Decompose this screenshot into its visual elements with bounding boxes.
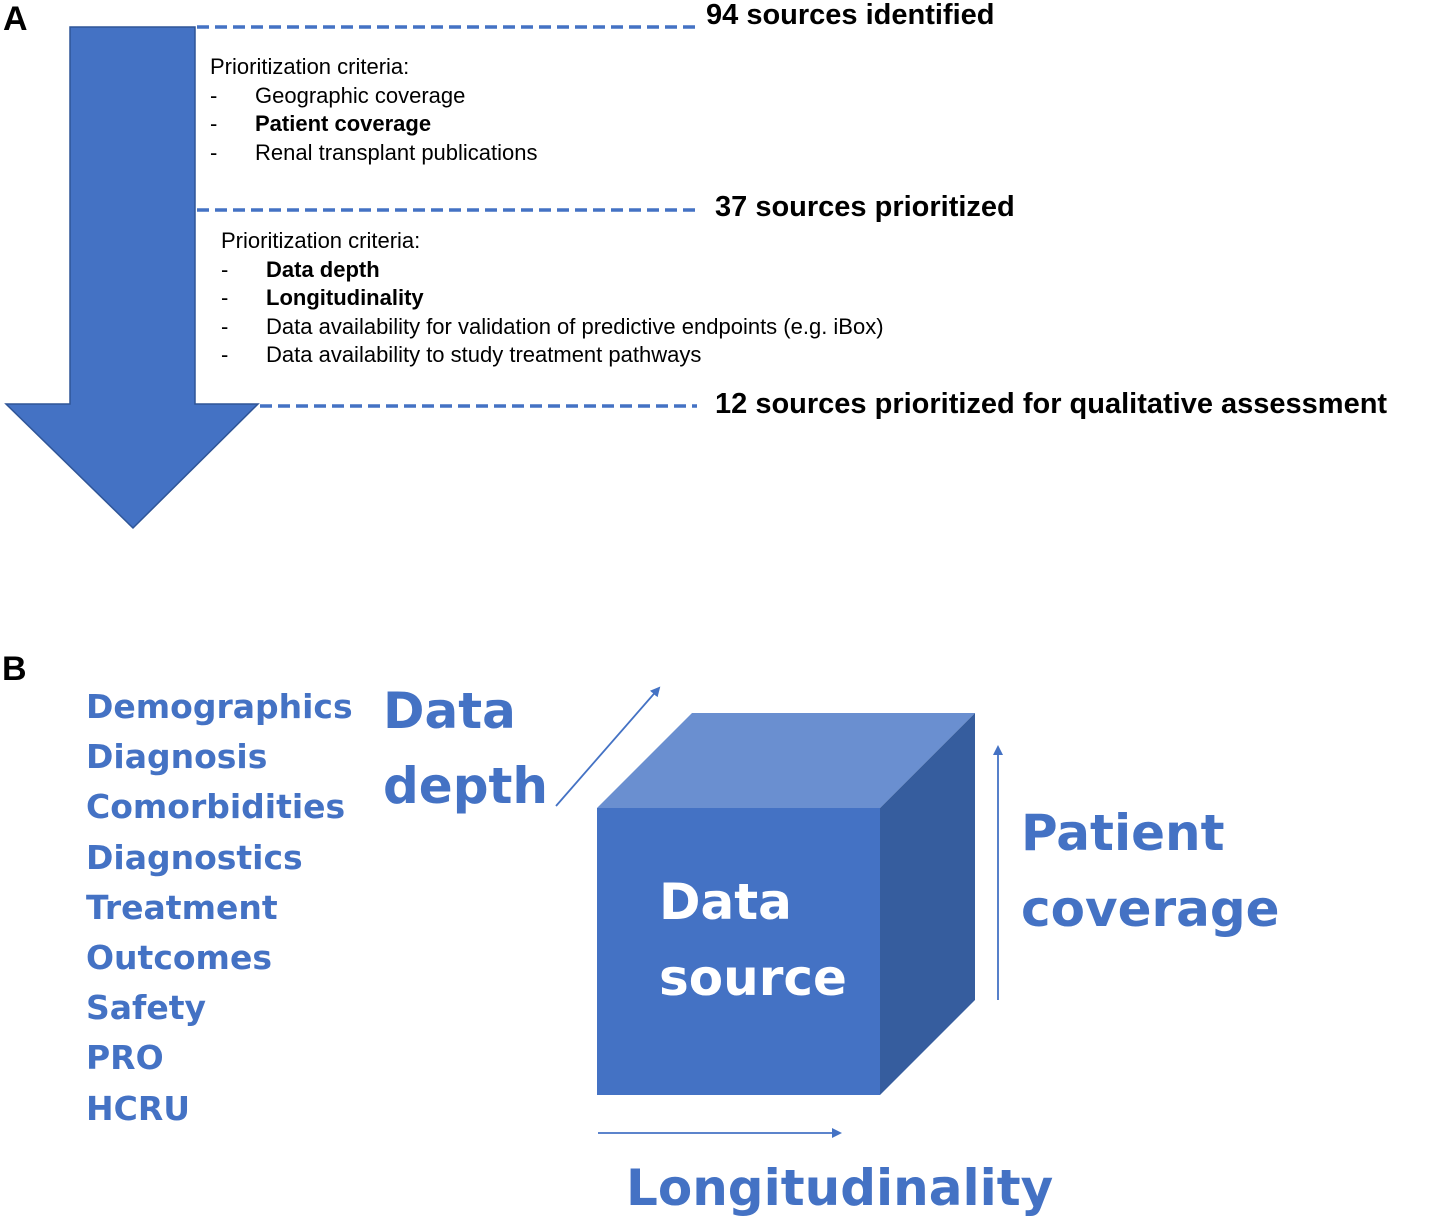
criteria-2-item: Data availability for validation of pred… [221, 313, 884, 342]
category-item: HCRU [86, 1088, 191, 1128]
cube-top-face [597, 713, 975, 808]
criteria-1-item: Geographic coverage [210, 82, 538, 111]
stage-3-label: 12 sources prioritized for qualitative a… [715, 388, 1388, 420]
criteria-1-item: Renal transplant publications [210, 139, 538, 168]
patient-coverage-label: Patient coverage [1021, 804, 1280, 938]
category-item: Outcomes [86, 938, 272, 978]
category-item: Comorbidities [86, 787, 346, 827]
stage-1-label: 94 sources identified [706, 0, 995, 31]
criteria-2-item: Data depth [221, 256, 884, 285]
panel-a-label: A [3, 0, 28, 38]
criteria-block-1: Prioritization criteria: Geographic cove… [210, 53, 538, 167]
cube-side-face [880, 713, 975, 1095]
category-item: PRO [86, 1038, 164, 1078]
data-depth-arrow [555, 686, 661, 807]
category-item: Diagnosis [86, 737, 268, 777]
cube-front-face [597, 808, 880, 1095]
criteria-block-2: Prioritization criteria: Data depth Long… [221, 227, 884, 370]
criteria-2-item: Longitudinality [221, 284, 884, 313]
criteria-2-heading: Prioritization criteria: [221, 228, 421, 253]
data-category-list: Demographics Diagnosis Comorbidities Dia… [86, 682, 353, 1134]
longitudinality-label: Longitudinality [626, 1159, 1054, 1217]
category-item: Treatment [86, 887, 278, 927]
category-item: Demographics [86, 687, 353, 726]
criteria-1-heading: Prioritization criteria: [210, 54, 410, 79]
data-depth-label: Data depth [383, 682, 548, 815]
data-source-label: Data source [659, 873, 847, 1007]
funnel-down-arrow [4, 26, 260, 530]
stage-2-label: 37 sources prioritized [715, 191, 1015, 223]
panel-b-label: B [2, 650, 27, 688]
category-item: Diagnostics [86, 837, 303, 877]
criteria-1-item: Patient coverage [210, 110, 538, 139]
category-item: Safety [86, 988, 207, 1028]
criteria-2-item: Data availability to study treatment pat… [221, 341, 884, 370]
